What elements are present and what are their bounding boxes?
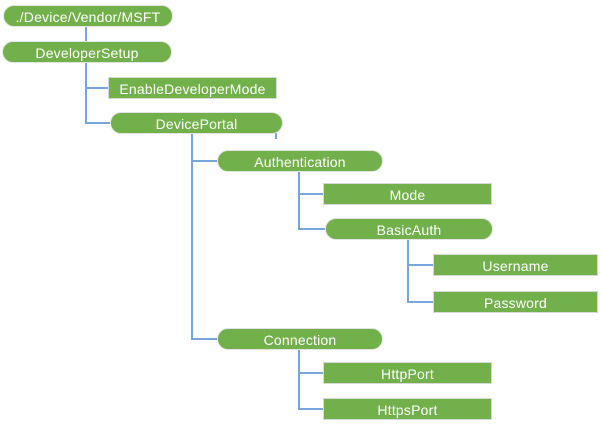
node-device-vendor-msft: ./Device/Vendor/MSFT	[3, 5, 173, 27]
connector-branch-username	[407, 264, 433, 266]
connector-branch-connection	[191, 338, 217, 340]
connector-branch-httpport	[298, 372, 323, 374]
connector-branch-enabledevelopermode	[85, 87, 108, 89]
connector-trunk-basicauth	[407, 240, 409, 303]
node-developersetup: DeveloperSetup	[2, 41, 172, 63]
connector-branch-httpsport	[298, 408, 323, 410]
node-basicauth: BasicAuth	[325, 218, 493, 240]
connector-trunk-developersetup	[85, 63, 87, 124]
node-connection: Connection	[217, 328, 383, 350]
connector-root-developersetup	[85, 27, 87, 41]
connector-branch-authentication	[191, 160, 217, 162]
connector-trunk-connection	[298, 350, 300, 410]
connector-branch-deviceportal	[85, 122, 110, 124]
connector-trunk-deviceportal	[191, 134, 193, 340]
node-password: Password	[433, 291, 598, 313]
connector-branch-mode	[298, 193, 323, 195]
node-username: Username	[433, 254, 598, 276]
connector-branch-basicauth	[298, 228, 325, 230]
node-deviceportal: DevicePortal	[110, 112, 283, 134]
node-authentication: Authentication	[217, 150, 383, 172]
connector-trunk-authentication	[298, 172, 300, 230]
node-enabledevelopermode: EnableDeveloperMode	[108, 77, 277, 99]
connector-stub-deviceportal	[275, 133, 277, 139]
connector-branch-password	[407, 301, 433, 303]
node-mode: Mode	[323, 183, 492, 205]
node-httpport: HttpPort	[323, 362, 492, 384]
node-httpsport: HttpsPort	[323, 398, 492, 420]
